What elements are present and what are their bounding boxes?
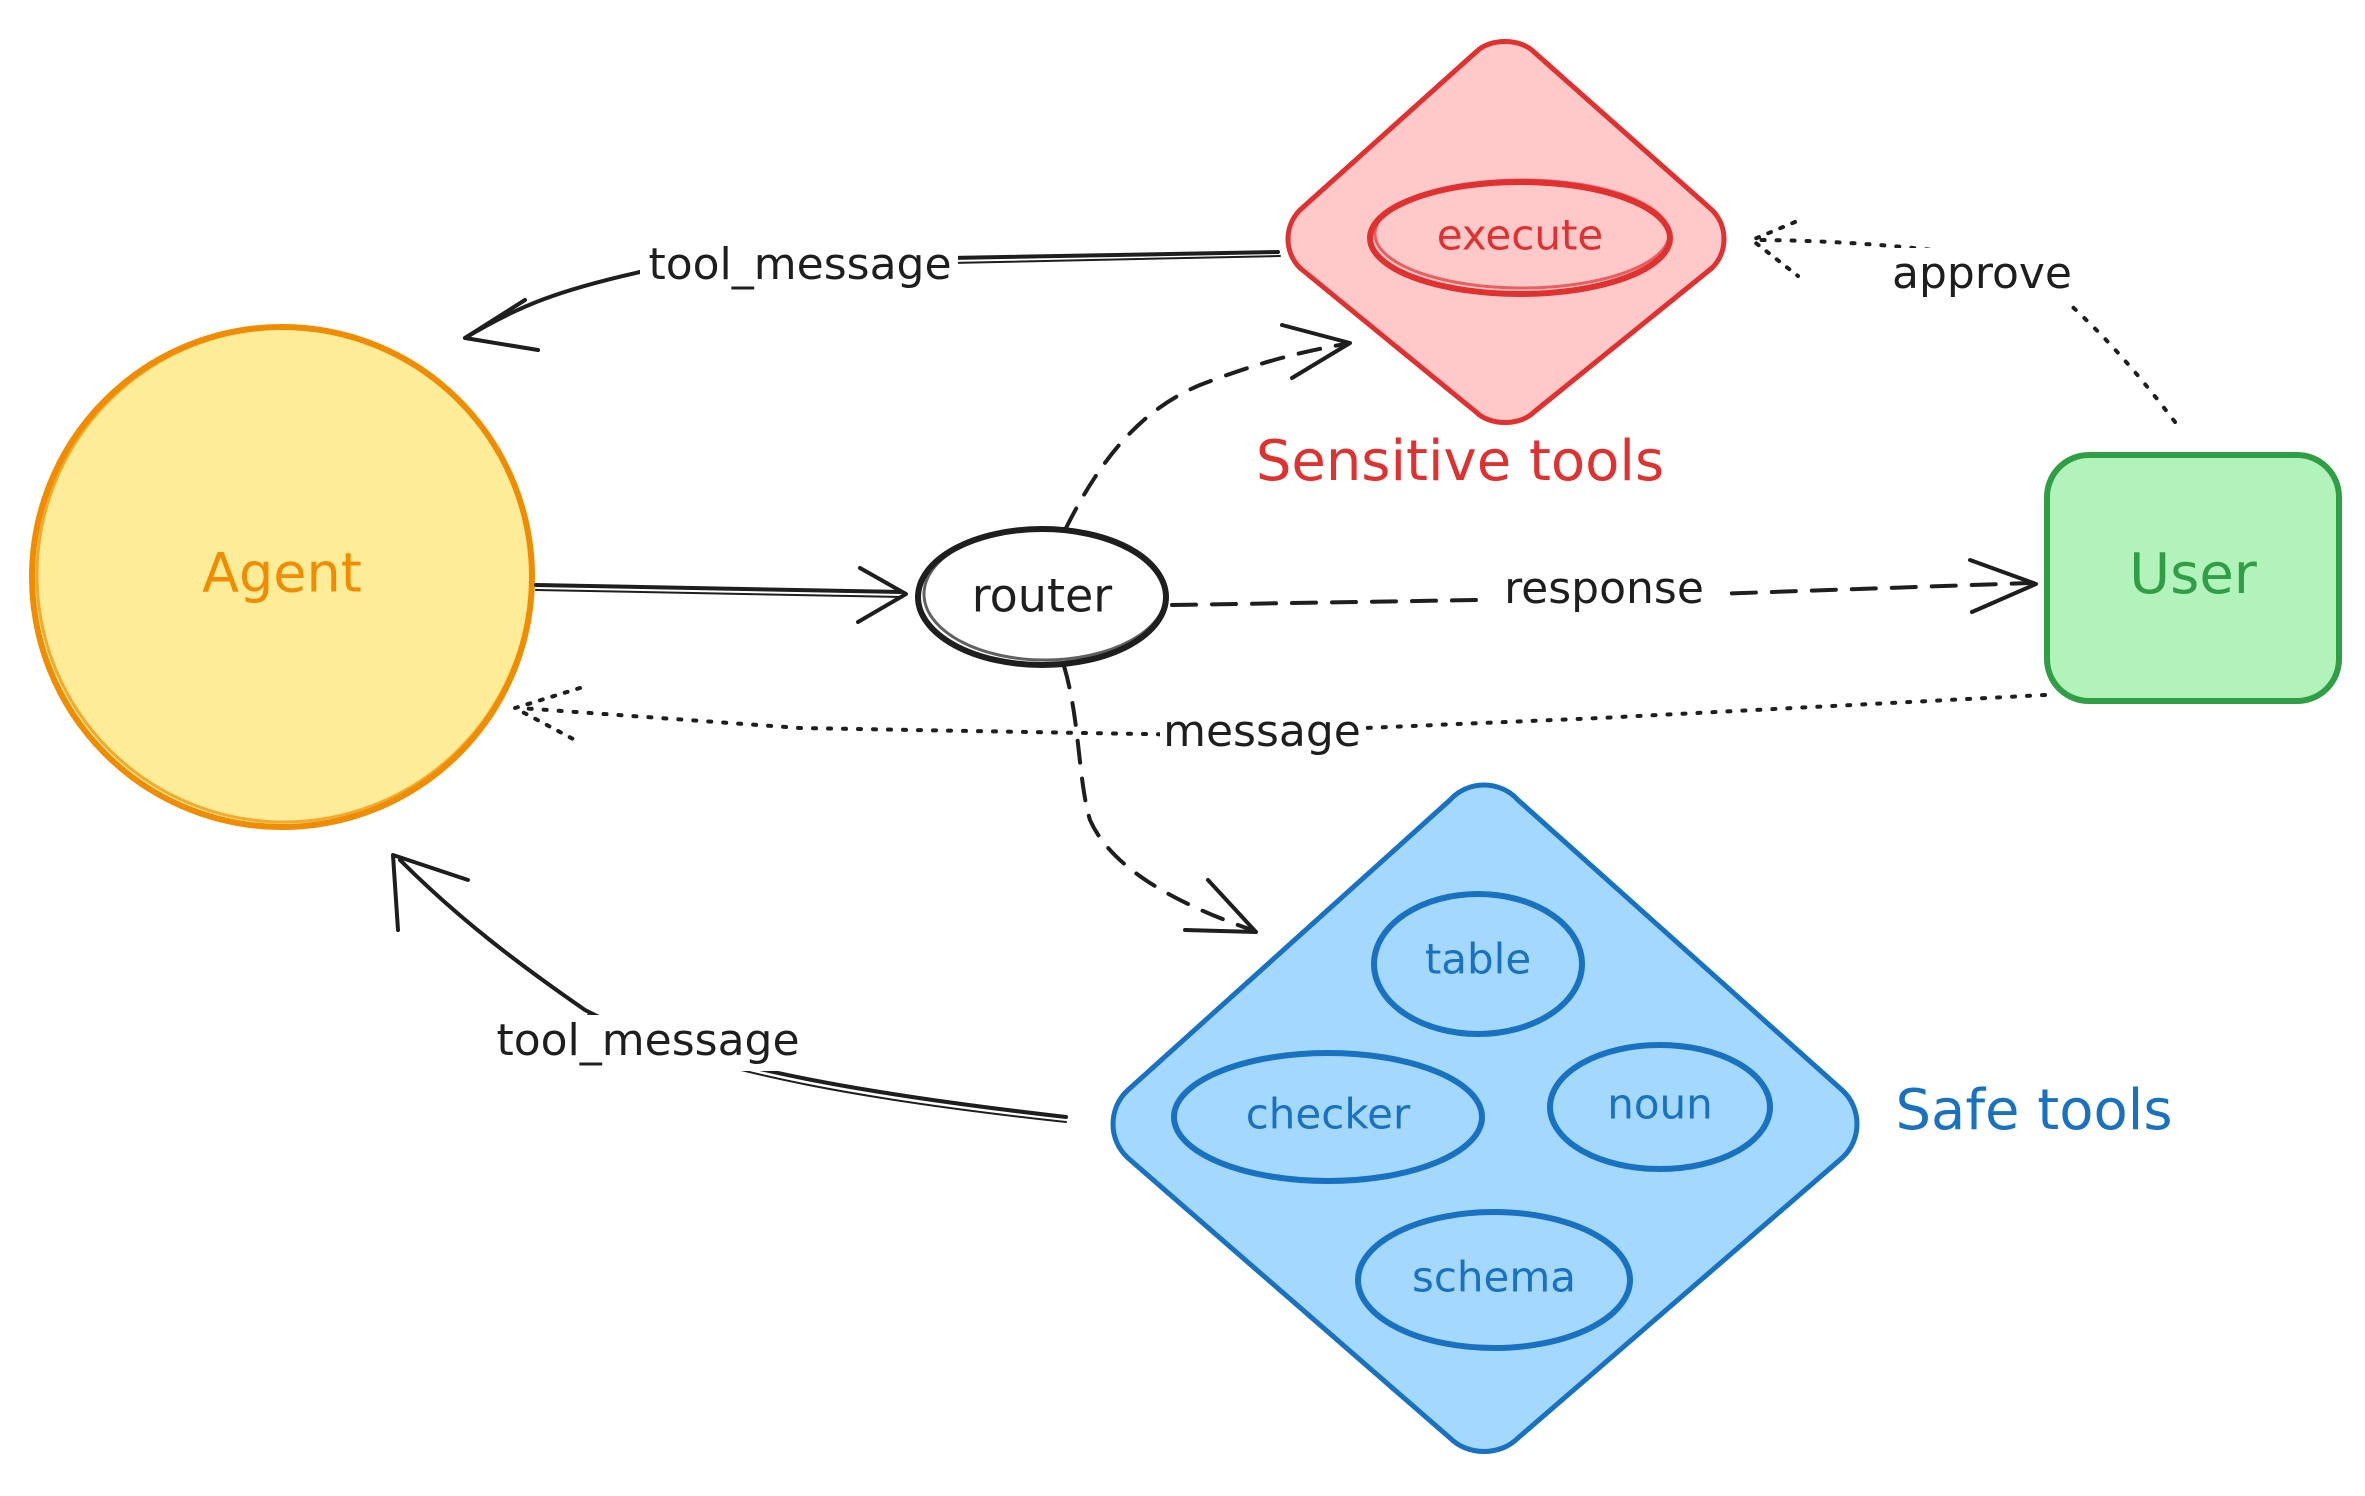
arrowhead-agent-right — [513, 686, 582, 742]
user-node[interactable] — [2044, 452, 2342, 704]
sensitive-tools-diamond[interactable] — [1285, 39, 1727, 425]
schema-tool-label: schema — [1412, 1253, 1576, 1302]
agent-node-group: Agent — [29, 324, 535, 830]
arrowhead-agent-top — [463, 298, 540, 352]
edge-label-message: message — [1163, 706, 1361, 757]
edge-router-to-user: response — [1170, 558, 2038, 621]
noun-tool-label: noun — [1607, 1080, 1713, 1129]
user-label: User — [2129, 542, 2258, 607]
edge-agent-to-router — [534, 566, 908, 624]
checker-tool-label: checker — [1246, 1090, 1411, 1139]
edge-user-to-agent: message — [513, 686, 2047, 762]
edge-router-to-safe — [1062, 664, 1258, 934]
edge-label-approve: approve — [1892, 248, 2072, 299]
arrowhead-router-left — [856, 566, 908, 624]
safe-tools-diamond[interactable] — [1110, 782, 1860, 1454]
arrowhead-safe-top — [1183, 878, 1258, 934]
arrowhead-user-left — [1968, 558, 2038, 614]
edge-label-tool-message-bottom: tool_message — [496, 1015, 799, 1066]
table-tool-ellipse[interactable] — [1371, 891, 1585, 1037]
arrowhead-sensitive-bottom — [1280, 323, 1352, 380]
edge-sensitive-to-agent: tool_message — [463, 238, 1281, 352]
agent-label: Agent — [202, 542, 362, 605]
sensitive-tools-group: execute Sensitive tools — [1256, 39, 1727, 494]
router-label: router — [972, 569, 1113, 623]
edge-safe-to-agent: tool_message — [391, 853, 1068, 1123]
arrowhead-agent-bottom — [391, 853, 470, 932]
user-node-group: User — [2044, 452, 2342, 704]
edge-label-tool-message-top: tool_message — [648, 239, 951, 290]
checker-tool-ellipse[interactable] — [1171, 1050, 1485, 1184]
execute-tool-label: execute — [1437, 211, 1604, 260]
sensitive-tools-caption: Sensitive tools — [1256, 429, 1664, 494]
table-tool-label: table — [1425, 935, 1531, 984]
noun-tool-ellipse[interactable] — [1547, 1042, 1773, 1172]
safe-tools-group: table checker noun schema Safe tools — [1110, 782, 2173, 1454]
edge-router-to-sensitive — [1064, 323, 1352, 530]
edge-user-to-sensitive: approve — [1750, 220, 2177, 424]
router-node-group: router — [915, 526, 1169, 668]
safe-tools-caption: Safe tools — [1895, 1078, 2172, 1143]
arrowhead-sensitive-right — [1750, 220, 1800, 278]
edge-label-response: response — [1504, 563, 1704, 614]
schema-tool-ellipse[interactable] — [1355, 1209, 1633, 1351]
